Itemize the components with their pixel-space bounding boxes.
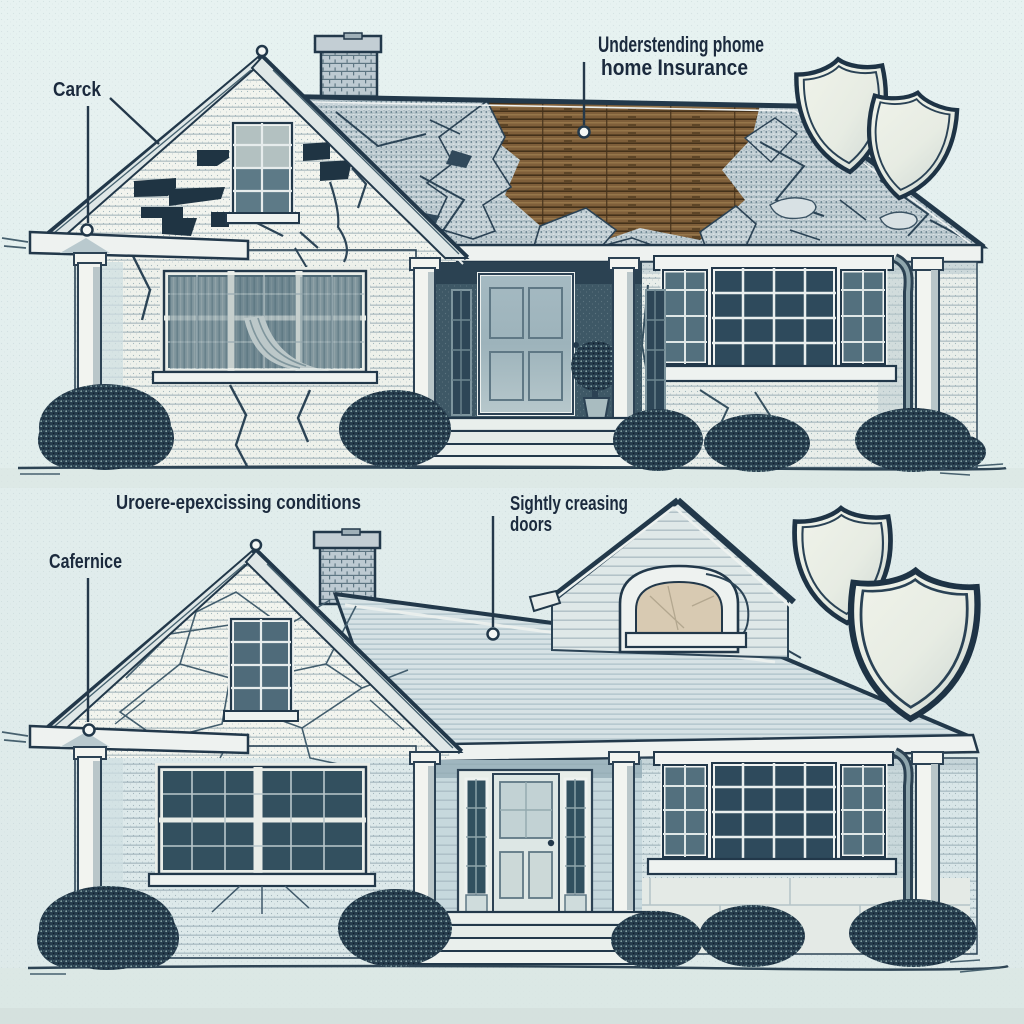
svg-text:Carck: Carck [53, 79, 102, 101]
svg-text:home Insurance: home Insurance [601, 55, 748, 80]
svg-text:Sightly creasing: Sightly creasing [510, 493, 628, 515]
svg-text:Cafernice: Cafernice [49, 551, 122, 573]
svg-text:Uroere-epexcissing conditions: Uroere-epexcissing conditions [116, 492, 361, 514]
svg-text:doors: doors [510, 514, 552, 536]
svg-text:Understending phome: Understending phome [598, 32, 764, 57]
